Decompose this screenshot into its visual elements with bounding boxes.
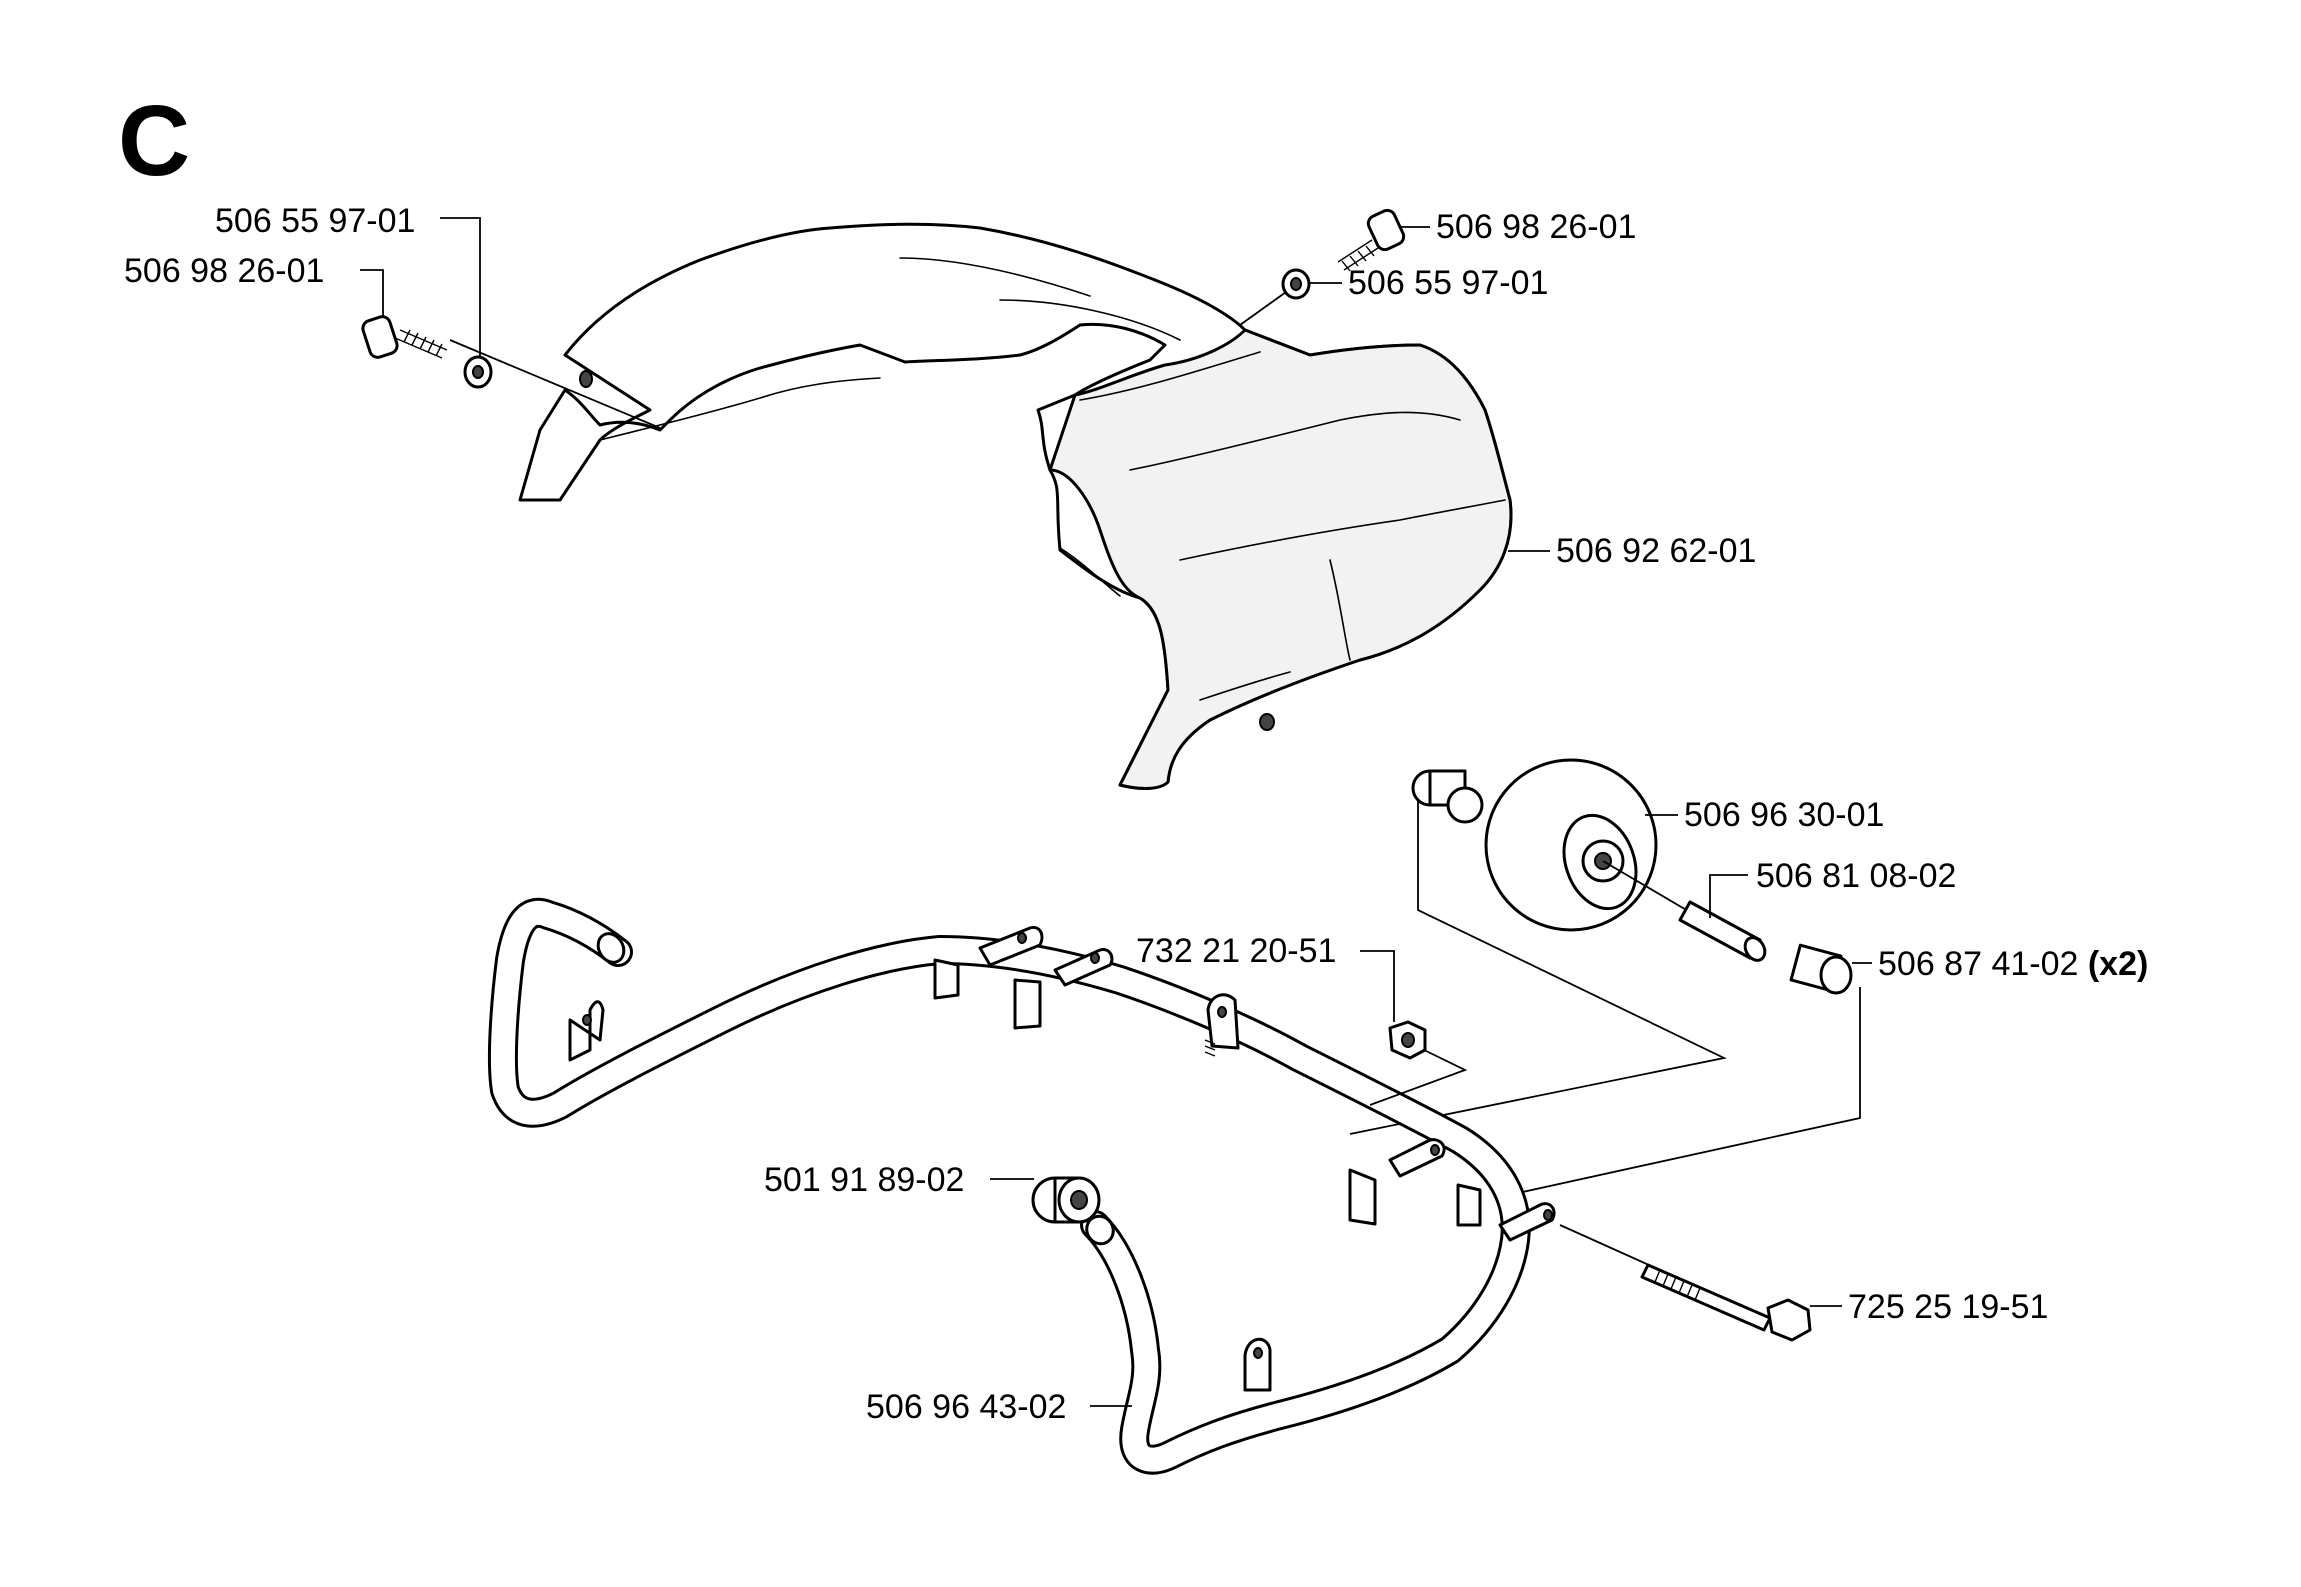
frame-illustration: [487, 897, 1556, 1475]
label-bushing: 506 87 41-02 (x2): [1852, 945, 2148, 983]
part-number-washer-left: 506 55 97-01: [215, 202, 415, 240]
cover-illustration: [518, 222, 1513, 790]
label-axle: 506 81 08-02: [1709, 857, 1956, 918]
part-number-spacer: 501 91 89-02: [764, 1161, 964, 1199]
part-number-washer-right: 506 55 97-01: [1348, 264, 1548, 302]
label-frame: 506 96 43-02: [866, 1388, 1132, 1426]
part-number-frame: 506 96 43-02: [866, 1388, 1066, 1426]
label-cover: 506 92 62-01: [1508, 532, 1756, 570]
label-nut: 732 21 20-51: [1136, 932, 1395, 1022]
bolt-illustration: [1559, 1224, 1812, 1342]
label-bolt: 725 25 19-51: [1810, 1288, 2048, 1326]
label-washer-left: 506 55 97-01: [215, 202, 481, 356]
screw-right-illustration: [1239, 208, 1406, 326]
nut-illustration: [1369, 1020, 1468, 1106]
wheel-illustration: [1349, 758, 1861, 1199]
label-wheel: 506 96 30-01: [1645, 796, 1884, 834]
part-number-cover: 506 92 62-01: [1556, 532, 1756, 570]
part-number-wheel: 506 96 30-01: [1684, 796, 1884, 834]
label-screw-left: 506 98 26-01: [124, 252, 384, 318]
svg-text:506 87 41-02 (x2): 506 87 41-02 (x2): [1878, 945, 2148, 983]
screw-left-illustration: [361, 315, 661, 429]
quantity-bushing: (x2): [2088, 945, 2148, 983]
spacer-illustration: [1031, 1176, 1101, 1224]
part-number-axle: 506 81 08-02: [1756, 857, 1956, 895]
part-number-bolt: 725 25 19-51: [1848, 1288, 2048, 1326]
part-number-nut: 732 21 20-51: [1136, 932, 1336, 970]
part-number-screw-right: 506 98 26-01: [1436, 208, 1636, 246]
part-number-bushing: 506 87 41-02: [1878, 945, 2078, 983]
part-number-screw-left: 506 98 26-01: [124, 252, 324, 290]
label-washer-right: 506 55 97-01: [1310, 264, 1548, 302]
label-screw-right: 506 98 26-01: [1400, 208, 1636, 246]
section-letter: C: [118, 85, 190, 197]
label-spacer: 501 91 89-02: [764, 1161, 1034, 1199]
